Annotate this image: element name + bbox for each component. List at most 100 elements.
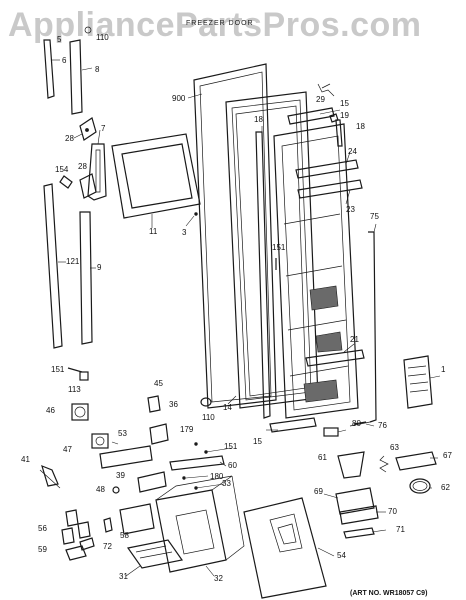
diagram-title: FREEZER DOOR xyxy=(186,20,254,27)
part-180-pin xyxy=(182,476,186,480)
callout-33: 33 xyxy=(222,479,231,488)
callout-151: 151 xyxy=(272,243,286,252)
callout-47: 47 xyxy=(63,445,72,454)
callout-18: 18 xyxy=(356,122,365,131)
part-110-screw-top xyxy=(84,26,92,34)
part-54-dispenser-cover xyxy=(243,497,327,599)
callout-6: 6 xyxy=(62,56,67,65)
watermark: AppliancePartsPros.com xyxy=(8,6,422,44)
callout-19: 19 xyxy=(340,111,349,120)
part-62-ring xyxy=(409,478,431,494)
part-900-outer-door xyxy=(187,63,277,409)
part-75-water-tube xyxy=(349,231,377,427)
callout-31: 31 xyxy=(119,572,128,581)
callout-63: 63 xyxy=(390,443,399,452)
part-80-bracket xyxy=(323,427,339,437)
callout-180: 180 xyxy=(210,472,224,481)
callout-9: 9 xyxy=(97,263,102,272)
callout-72: 72 xyxy=(103,542,112,551)
callout-71: 71 xyxy=(396,525,405,534)
part-67-bracket xyxy=(395,451,437,471)
callout-60: 60 xyxy=(228,461,237,470)
part-24-shelf-bar xyxy=(295,159,359,179)
callout-113: 113 xyxy=(68,385,81,394)
part-31-drip-tray xyxy=(126,539,184,569)
part-63-spring xyxy=(379,455,389,473)
part-23-shelf-bar xyxy=(297,179,363,199)
part-15-cap-top xyxy=(287,107,335,125)
part-8-trim-strip xyxy=(69,39,93,115)
callout-28: 28 xyxy=(78,162,87,171)
callout-7: 7 xyxy=(101,124,106,133)
part-61-chute xyxy=(337,451,365,479)
part-32-dispenser-housing xyxy=(155,475,245,573)
callout-8: 8 xyxy=(95,65,100,74)
part-7-door-handle xyxy=(87,129,107,201)
callout-121: 121 xyxy=(66,257,80,266)
part-18-breaker-strip-left xyxy=(255,131,271,419)
part-6-trim-strip xyxy=(43,39,60,99)
part-46-knob xyxy=(71,403,89,421)
part-110-screw-mid xyxy=(200,397,212,407)
callout-41: 41 xyxy=(21,455,30,464)
callout-32: 32 xyxy=(214,574,223,583)
part-41-lever xyxy=(39,464,61,489)
part-39-cover xyxy=(137,471,167,493)
callout-75: 75 xyxy=(370,212,379,221)
callout-36: 36 xyxy=(169,400,178,409)
part-45-switch xyxy=(147,395,161,413)
part-56-lamp-sockets xyxy=(61,509,91,545)
part-179-screw xyxy=(194,442,198,446)
part-59-lamp-bulbs xyxy=(65,537,95,561)
callout-46: 46 xyxy=(46,406,55,415)
part-18-breaker-strip-right xyxy=(335,119,343,147)
part-9-long-trim xyxy=(79,211,96,345)
part-53-label-plate xyxy=(99,445,153,469)
inner-door-liner xyxy=(273,123,359,419)
callout-45: 45 xyxy=(154,379,163,388)
callout-11: 11 xyxy=(149,227,158,236)
callout-110: 110 xyxy=(202,413,215,422)
callout-76: 76 xyxy=(378,421,387,430)
part-48-clip xyxy=(112,486,120,494)
callout-39: 39 xyxy=(116,471,125,480)
callout-3: 3 xyxy=(182,228,187,237)
callout-23: 23 xyxy=(346,205,355,214)
part-154-handle-cap xyxy=(59,175,73,189)
callout-67: 67 xyxy=(443,451,452,460)
part-28-handle-bracket-top xyxy=(73,117,97,141)
callout-53: 53 xyxy=(118,429,127,438)
part-121-long-trim xyxy=(43,183,66,349)
part-29-harness xyxy=(317,83,335,97)
part-1-instruction-card xyxy=(403,355,433,409)
leader-lines xyxy=(111,109,441,577)
part-21-shelf-bar xyxy=(305,349,365,367)
callout-21: 21 xyxy=(350,335,359,344)
callout-56: 56 xyxy=(38,524,47,533)
callout-69: 69 xyxy=(314,487,323,496)
callout-54: 54 xyxy=(337,551,346,560)
part-151-clip-left xyxy=(67,367,83,373)
callout-900: 900 xyxy=(172,94,186,103)
callout-80: 80 xyxy=(352,419,361,428)
callout-15: 15 xyxy=(253,437,262,446)
callout-61: 61 xyxy=(318,453,327,462)
callout-15: 15 xyxy=(340,99,349,108)
part-113-cap xyxy=(79,371,89,381)
part-69-motor-bracket xyxy=(335,487,375,515)
part-15-cap-bottom xyxy=(269,417,317,433)
callout-58: 58 xyxy=(120,531,129,540)
callout-28: 28 xyxy=(65,134,74,143)
part-71-strip xyxy=(343,527,375,539)
part-11-dispenser-frame xyxy=(111,133,201,228)
art-number: (ART NO. WR18057 C9) xyxy=(350,590,428,597)
part-76-tube-clamp xyxy=(353,421,367,425)
callout-110: 110 xyxy=(96,33,109,42)
part-47-switch-bezel xyxy=(91,433,109,449)
callout-48: 48 xyxy=(96,485,105,494)
callout-24: 24 xyxy=(348,147,357,156)
callout-14: 14 xyxy=(223,403,232,412)
part-3-screw xyxy=(185,212,198,227)
